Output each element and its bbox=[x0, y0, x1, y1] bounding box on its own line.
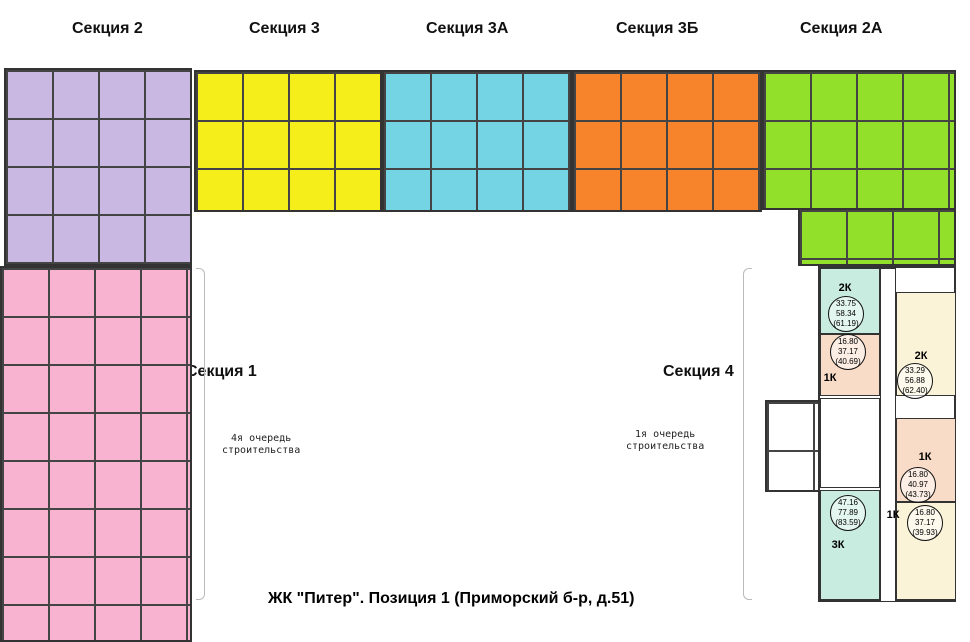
section-3-plan[interactable] bbox=[194, 70, 382, 212]
total-area: 58.34 bbox=[835, 309, 857, 318]
section-4-title: Секция 4 bbox=[663, 363, 734, 380]
left-brace bbox=[196, 268, 205, 600]
area-with-balcony: (43.73) bbox=[905, 490, 931, 499]
total-area: 77.89 bbox=[837, 508, 859, 517]
apartment-type: 2К bbox=[914, 350, 928, 362]
section-2-title: Секция 2 bbox=[72, 20, 143, 37]
total-area: 40.97 bbox=[907, 480, 929, 489]
living-area: 16.80 bbox=[914, 508, 936, 517]
section-3a-title: Секция 3А bbox=[426, 20, 509, 37]
total-area: 37.17 bbox=[837, 347, 859, 356]
living-area: 47.16 bbox=[837, 498, 859, 507]
note-line: 1я очередь bbox=[635, 429, 696, 440]
room bbox=[820, 398, 880, 488]
total-area: 56.88 bbox=[904, 376, 926, 385]
living-area: 16.80 bbox=[907, 470, 929, 479]
section-2a-plan-lower bbox=[798, 208, 956, 266]
total-area: 37.17 bbox=[914, 518, 936, 527]
note-line: строительства bbox=[626, 441, 705, 452]
plan-caption: ЖК "Питер". Позиция 1 (Приморский б-р, д… bbox=[268, 590, 635, 607]
apartment-type: 1К bbox=[918, 451, 932, 463]
area-with-balcony: (83.59) bbox=[835, 518, 861, 527]
section-3-title: Секция 3 bbox=[249, 20, 320, 37]
section-3a-plan[interactable] bbox=[382, 70, 572, 212]
section-3b-title: Секция 3Б bbox=[616, 20, 699, 37]
apartment-type: 1К bbox=[886, 509, 900, 521]
note-line: 4я очередь bbox=[231, 433, 292, 444]
corridor bbox=[880, 268, 896, 602]
apartment-type: 2К bbox=[838, 282, 852, 294]
section-1-title: Секция 1 bbox=[186, 363, 257, 380]
section-2a-title: Секция 2А bbox=[800, 20, 883, 37]
note-line: строительства bbox=[222, 445, 301, 456]
living-area: 33.29 bbox=[904, 366, 926, 375]
area-with-balcony: (62.40) bbox=[902, 386, 928, 395]
section-2-plan[interactable] bbox=[4, 68, 192, 266]
area-with-balcony: (61.19) bbox=[833, 319, 859, 328]
right-brace bbox=[743, 268, 752, 600]
section-4-stair-block bbox=[765, 400, 820, 492]
living-area: 16.80 bbox=[837, 337, 859, 346]
section-1-plan[interactable] bbox=[0, 266, 192, 642]
area-with-balcony: (40.69) bbox=[835, 357, 861, 366]
section-3b-plan[interactable] bbox=[572, 70, 762, 212]
apartment-type: 1К bbox=[823, 372, 837, 384]
living-area: 33.75 bbox=[835, 299, 857, 308]
area-with-balcony: (39.93) bbox=[912, 528, 938, 537]
apartment-type: 3К bbox=[831, 539, 845, 551]
section-2a-plan[interactable] bbox=[762, 70, 956, 210]
